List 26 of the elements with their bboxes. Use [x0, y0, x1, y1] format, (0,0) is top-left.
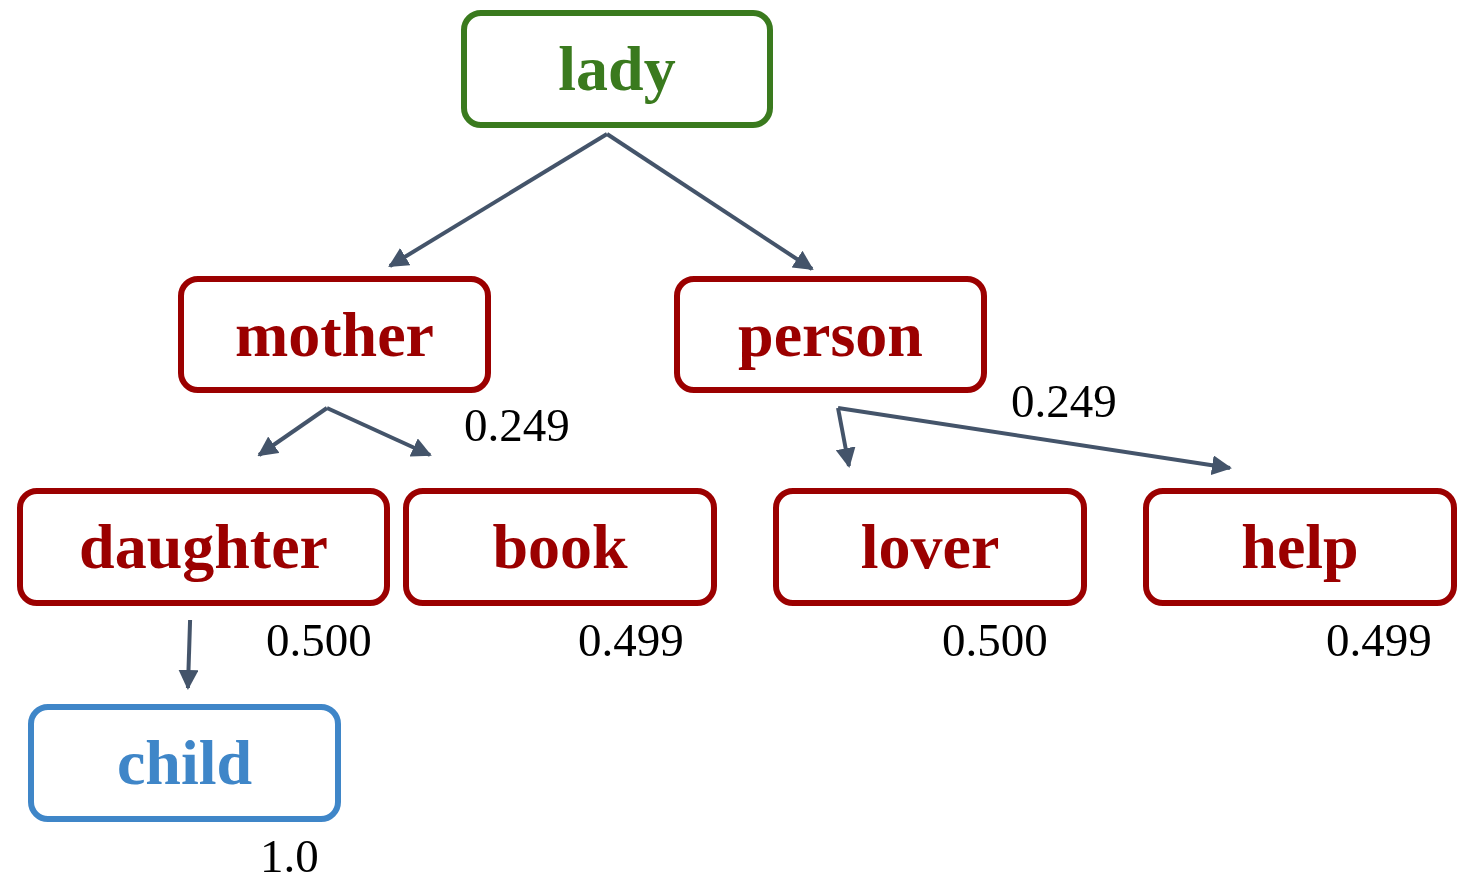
word-box: [674, 276, 987, 393]
word-box: [773, 488, 1087, 606]
word-box: [28, 704, 341, 822]
score-label: 0.500: [266, 617, 372, 664]
score-label: 0.249: [464, 402, 570, 449]
score-label: 1.0: [260, 833, 319, 877]
arrow: [178, 619, 199, 690]
score-label: 0.500: [942, 617, 1048, 664]
score-label: 0.249: [1011, 378, 1117, 425]
arrow: [835, 407, 856, 468]
word-box: [178, 276, 491, 393]
score-label: 0.499: [1326, 617, 1432, 664]
arrow: [837, 406, 1232, 476]
word-label: book: [492, 515, 628, 579]
score-label: 0.499: [578, 617, 684, 664]
arrow: [388, 132, 609, 268]
arrow: [326, 406, 432, 457]
arrow: [257, 406, 329, 457]
word-box: [461, 10, 773, 128]
word-label: lover: [860, 515, 1000, 579]
word-label: child: [116, 731, 253, 795]
word-label: mother: [235, 302, 434, 367]
arrow: [605, 132, 814, 271]
word-box: [17, 488, 390, 606]
word-box: [1143, 488, 1457, 606]
word-box: [403, 488, 717, 606]
